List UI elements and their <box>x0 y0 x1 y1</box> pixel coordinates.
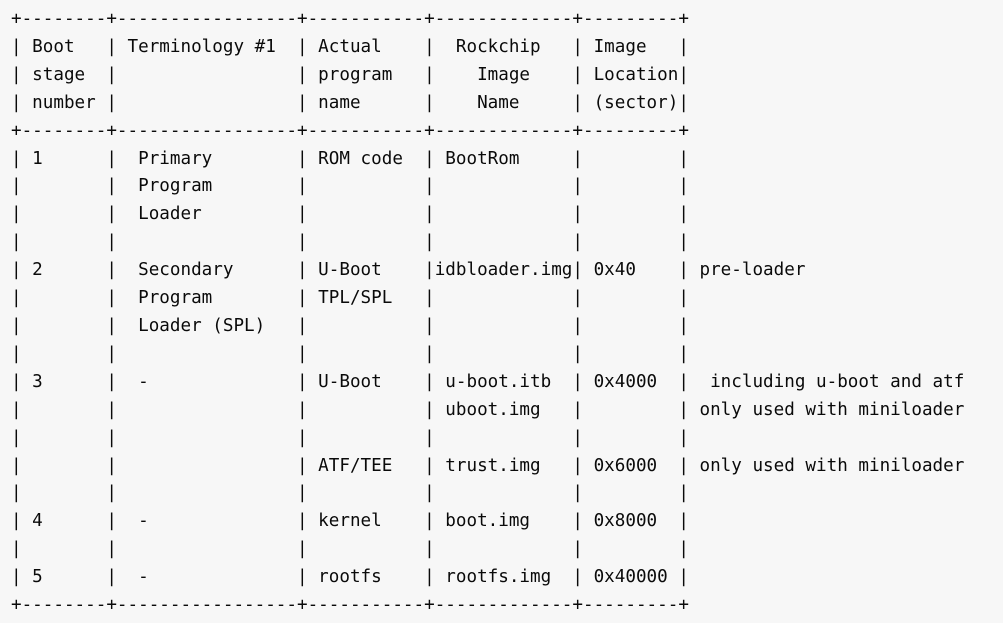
ascii-boot-stage-table: +--------+-----------------+-----------+… <box>11 9 965 616</box>
